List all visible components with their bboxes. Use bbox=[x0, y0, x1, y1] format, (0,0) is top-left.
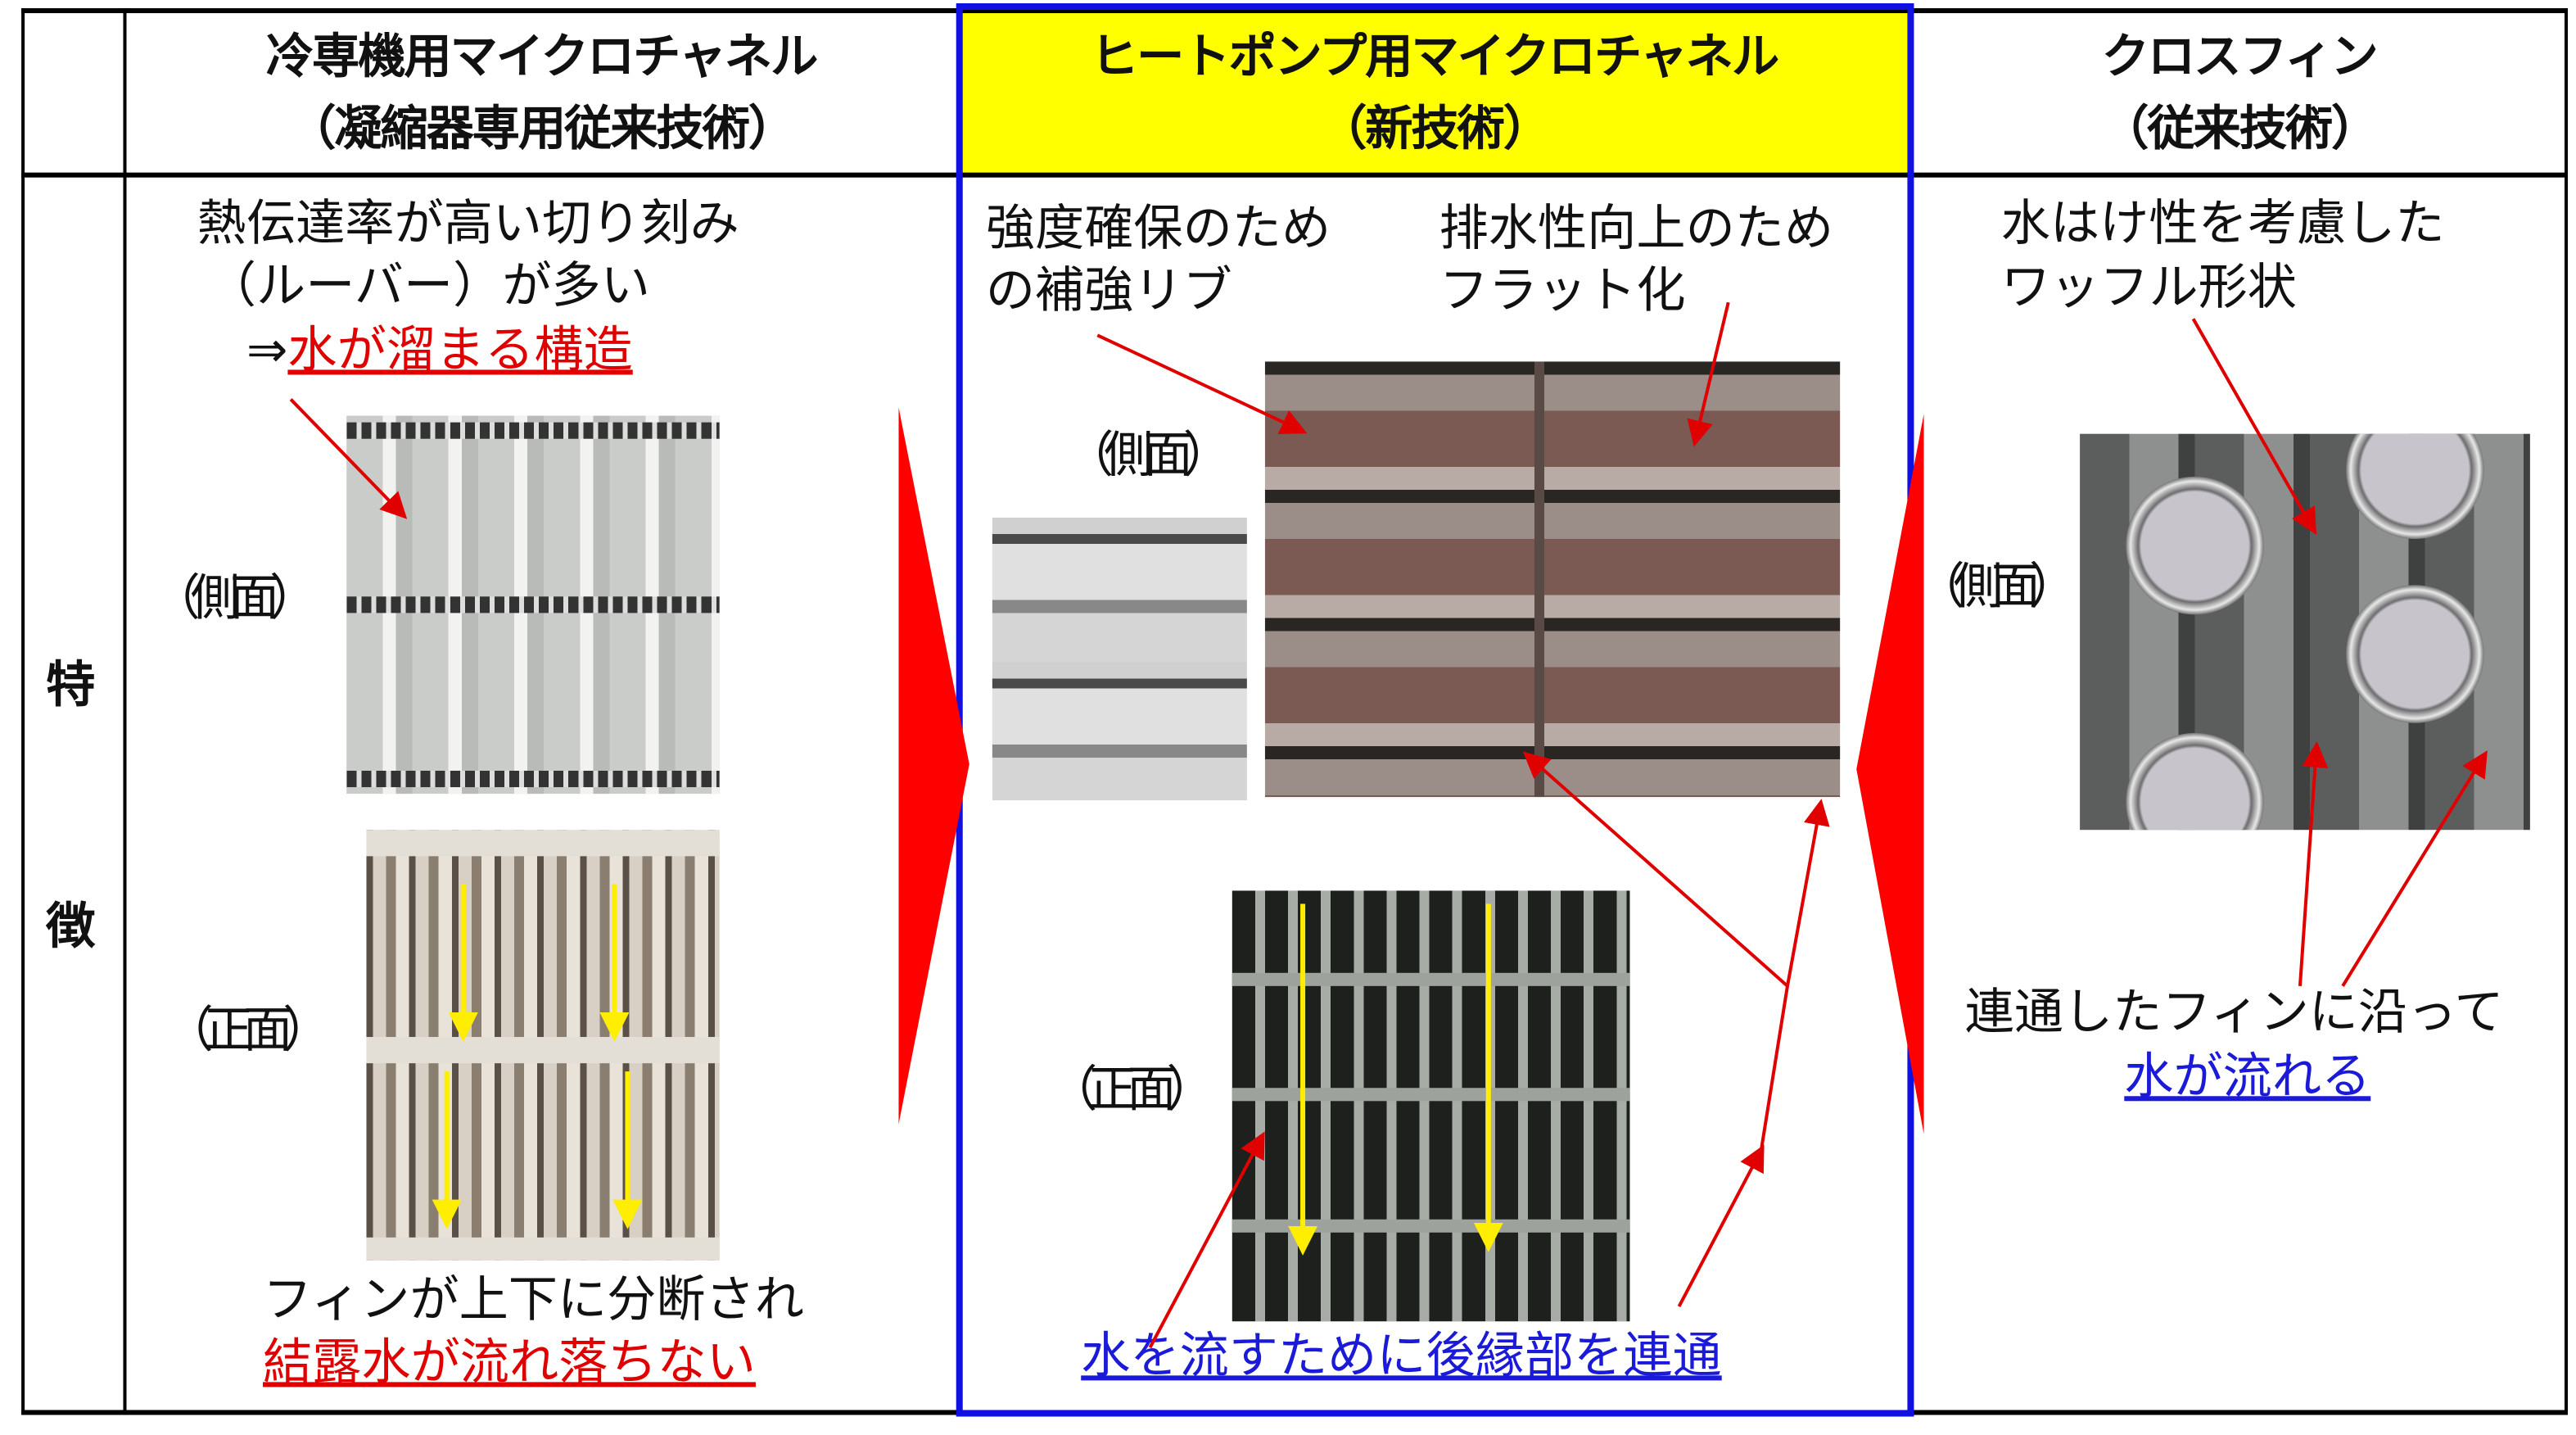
header-title: 冷専機用マイクロチャネル bbox=[265, 28, 818, 84]
col1-desc-line1: 熱伝達率が高い切り刻み bbox=[197, 195, 739, 253]
label-column-divider bbox=[123, 8, 127, 1415]
heatpump-fin-detail-photo bbox=[992, 518, 1247, 801]
header-subtitle: （従来技術） bbox=[2101, 100, 2379, 156]
louver-fin-side-photo bbox=[346, 415, 720, 794]
cross-fin-photo bbox=[2080, 433, 2530, 831]
col2-note-flat-line1: 排水性向上のため bbox=[1439, 200, 1834, 259]
header-subtitle: （凝縮器専用従来技術） bbox=[288, 100, 796, 156]
heatpump-fin-side-photo bbox=[1264, 361, 1841, 798]
col1-desc-line2: （ルーバー）が多い bbox=[206, 258, 650, 316]
header-divider bbox=[21, 172, 2569, 178]
row-label-char2: 徴 bbox=[46, 899, 96, 957]
col3-bottom-highlight: 水が流れる bbox=[2124, 1048, 2371, 1107]
table-border-right bbox=[2564, 8, 2569, 1415]
col1-bottom-highlight: 結露水が流れ落ちない bbox=[263, 1334, 756, 1392]
header-subtitle: （新技術） bbox=[1319, 100, 1551, 156]
col2-front-label: （正面） bbox=[1048, 1062, 1216, 1120]
col1-side-label: （側面） bbox=[151, 570, 319, 628]
arrow-symbol: ⇒ bbox=[246, 322, 288, 380]
header-refrigeration-microchannel: 冷専機用マイクロチャネル （凝縮器専用従来技術） bbox=[126, 13, 956, 171]
col1-desc-highlight: 水が溜まる構造 bbox=[287, 322, 633, 380]
heatpump-fin-front-photo bbox=[1232, 890, 1630, 1322]
col2-bottom-highlight: 水を流すために後縁部を連通 bbox=[1081, 1328, 1722, 1386]
col3-desc-line1: 水はけ性を考慮した bbox=[2000, 195, 2445, 253]
header-title: クロスフィン bbox=[2101, 28, 2379, 84]
col1-desc-line3: ⇒水が溜まる構造 bbox=[246, 319, 633, 383]
col2-note-flat-line2: フラット化 bbox=[1439, 263, 1686, 321]
col1-bottom-line1: フィンが上下に分断され bbox=[263, 1271, 804, 1330]
header-cross-fin: クロスフィン （従来技術） bbox=[1914, 13, 2565, 171]
col1-front-label: （正面） bbox=[164, 1002, 332, 1061]
col2-note-rib-line1: 強度確保のため bbox=[985, 200, 1331, 259]
new-tech-header-bg bbox=[960, 8, 1908, 176]
col3-desc-line2: ワッフル形状 bbox=[2000, 260, 2297, 318]
header-title: ヒートポンプ用マイクロチャネル bbox=[1090, 28, 1779, 84]
col2-note-rib-line2: の補強リブ bbox=[985, 263, 1232, 321]
header-heatpump-microchannel: ヒートポンプ用マイクロチャネル （新技術） bbox=[963, 13, 1906, 171]
col3-bottom-line1: 連通したフィンに沿って bbox=[1964, 984, 2504, 1043]
table-border-top bbox=[21, 8, 2569, 14]
row-label-char1: 特 bbox=[46, 657, 96, 715]
louver-fin-front-photo bbox=[366, 830, 720, 1261]
col3-side-label: （側面） bbox=[1915, 559, 2078, 617]
table-border-left bbox=[21, 8, 25, 1415]
col2-side-label: （側面） bbox=[1064, 427, 1232, 485]
